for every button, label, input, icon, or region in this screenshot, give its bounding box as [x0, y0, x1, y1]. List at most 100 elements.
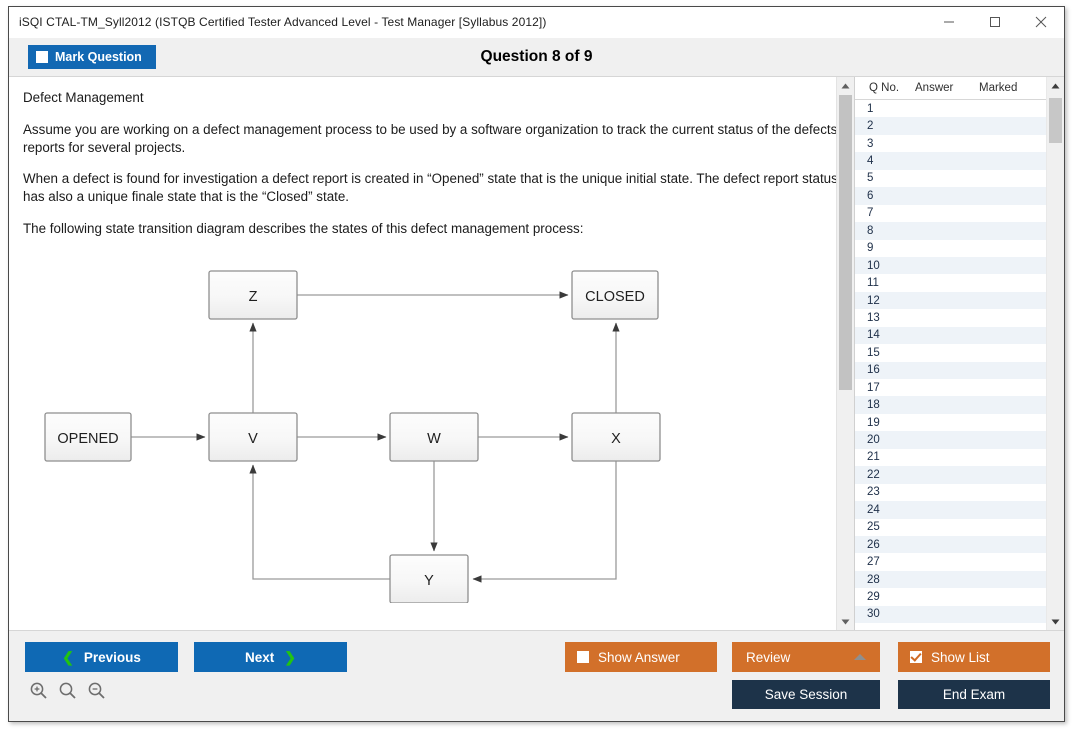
scroll-up-icon[interactable]: [837, 77, 854, 94]
table-row[interactable]: 28: [855, 570, 1064, 589]
table-row[interactable]: 12: [855, 291, 1064, 310]
question-paragraph-1: Assume you are working on a defect manag…: [23, 121, 838, 155]
edge-y-to-v: [249, 464, 390, 580]
window-title: iSQI CTAL-TM_Syll2012 (ISTQB Certified T…: [19, 15, 547, 29]
cell-qno: 2: [867, 120, 874, 133]
next-button[interactable]: Next ❯: [194, 642, 347, 672]
cell-qno: 11: [867, 277, 879, 290]
table-row[interactable]: 25: [855, 518, 1064, 536]
table-row[interactable]: 30: [855, 605, 1064, 624]
footer-toolbar: ❮ Previous Next ❯ Show Answer Review Sho…: [9, 630, 1064, 721]
table-row[interactable]: 18: [855, 396, 1064, 414]
table-row[interactable]: 7: [855, 204, 1064, 223]
cell-qno: 5: [867, 172, 874, 185]
table-row[interactable]: 13: [855, 309, 1064, 327]
table-row[interactable]: 1: [855, 100, 1064, 118]
table-row[interactable]: 20: [855, 431, 1064, 449]
table-row[interactable]: 6: [855, 187, 1064, 205]
show-list-checkbox[interactable]: [910, 651, 922, 663]
node-z: Z: [208, 270, 298, 320]
show-list-button[interactable]: Show List: [898, 642, 1050, 672]
cell-qno: 9: [867, 242, 874, 255]
node-label-x: X: [611, 431, 621, 447]
cell-qno: 3: [867, 137, 874, 150]
zoom-out-icon[interactable]: [87, 681, 106, 705]
list-scrollbar-thumb[interactable]: [1049, 98, 1062, 143]
table-row[interactable]: 17: [855, 379, 1064, 397]
maximize-icon[interactable]: [972, 7, 1018, 37]
list-scroll-down-icon[interactable]: [1047, 613, 1064, 630]
table-row[interactable]: 14: [855, 326, 1064, 345]
table-row[interactable]: 29: [855, 588, 1064, 606]
minimize-icon[interactable]: [926, 7, 972, 37]
table-row[interactable]: 8: [855, 222, 1064, 240]
next-label: Next: [245, 649, 275, 665]
review-label: Review: [746, 649, 791, 665]
zoom-controls: [29, 681, 106, 705]
question-list-header: Q No. Answer Marked: [855, 77, 1064, 100]
cell-qno: 30: [867, 608, 880, 621]
node-label-z: Z: [249, 289, 258, 305]
table-row[interactable]: 27: [855, 553, 1064, 571]
node-label-y: Y: [424, 573, 434, 589]
cell-qno: 18: [867, 399, 880, 412]
table-row[interactable]: 2: [855, 117, 1064, 135]
cell-qno: 25: [867, 521, 880, 534]
save-session-button[interactable]: Save Session: [732, 680, 880, 709]
end-exam-label: End Exam: [942, 687, 1006, 702]
node-y: Y: [389, 554, 469, 604]
question-scrollbar-thumb[interactable]: [839, 95, 852, 390]
node-label-w: W: [427, 431, 441, 447]
node-label-v: V: [248, 431, 258, 447]
zoom-reset-icon[interactable]: [58, 681, 77, 705]
cell-qno: 22: [867, 468, 880, 481]
end-exam-button[interactable]: End Exam: [898, 680, 1050, 709]
scroll-down-icon[interactable]: [837, 613, 854, 630]
table-row[interactable]: 26: [855, 535, 1064, 554]
node-opened: OPENED: [44, 412, 132, 462]
cell-qno: 27: [867, 556, 880, 569]
table-row[interactable]: 3: [855, 134, 1064, 153]
zoom-in-icon[interactable]: [29, 681, 48, 705]
page-title: Question 8 of 9: [480, 48, 593, 65]
table-row[interactable]: 19: [855, 413, 1064, 432]
table-row[interactable]: 23: [855, 483, 1064, 502]
cell-qno: 12: [867, 294, 880, 307]
save-session-label: Save Session: [764, 687, 848, 702]
chevron-right-icon: ❯: [284, 649, 296, 665]
table-row[interactable]: 5: [855, 169, 1064, 188]
node-closed: CLOSED: [571, 270, 659, 320]
table-row[interactable]: 15: [855, 344, 1064, 362]
mark-question-checkbox[interactable]: [36, 51, 48, 63]
table-row[interactable]: 10: [855, 256, 1064, 275]
table-row[interactable]: 22: [855, 466, 1064, 484]
show-answer-checkbox[interactable]: [577, 651, 589, 663]
table-row[interactable]: 16: [855, 361, 1064, 379]
question-pane-scrollbar[interactable]: [836, 77, 854, 630]
table-row[interactable]: 4: [855, 152, 1064, 170]
cell-qno: 13: [867, 311, 880, 324]
mark-question-button[interactable]: Mark Question: [28, 45, 156, 69]
question-topic: Defect Management: [23, 90, 144, 105]
question-list-scrollbar[interactable]: [1046, 77, 1064, 630]
show-answer-label: Show Answer: [598, 649, 680, 665]
table-row[interactable]: 24: [855, 501, 1064, 519]
show-list-label: Show List: [931, 649, 990, 665]
cell-qno: 28: [867, 573, 880, 586]
node-label-opened: OPENED: [57, 431, 118, 447]
review-dropdown-button[interactable]: Review: [732, 642, 880, 672]
previous-button[interactable]: ❮ Previous: [25, 642, 178, 672]
question-paragraph-3: The following state transition diagram d…: [23, 221, 584, 237]
table-row[interactable]: 11: [855, 274, 1064, 292]
list-scroll-up-icon[interactable]: [1047, 77, 1064, 94]
node-x: X: [571, 412, 661, 462]
cell-qno: 24: [867, 503, 880, 516]
column-header-answer: Answer: [915, 82, 954, 94]
cell-qno: 1: [867, 102, 874, 115]
close-icon[interactable]: [1018, 7, 1064, 37]
table-row[interactable]: 21: [855, 448, 1064, 467]
show-answer-button[interactable]: Show Answer: [565, 642, 717, 672]
table-row[interactable]: 9: [855, 239, 1064, 257]
